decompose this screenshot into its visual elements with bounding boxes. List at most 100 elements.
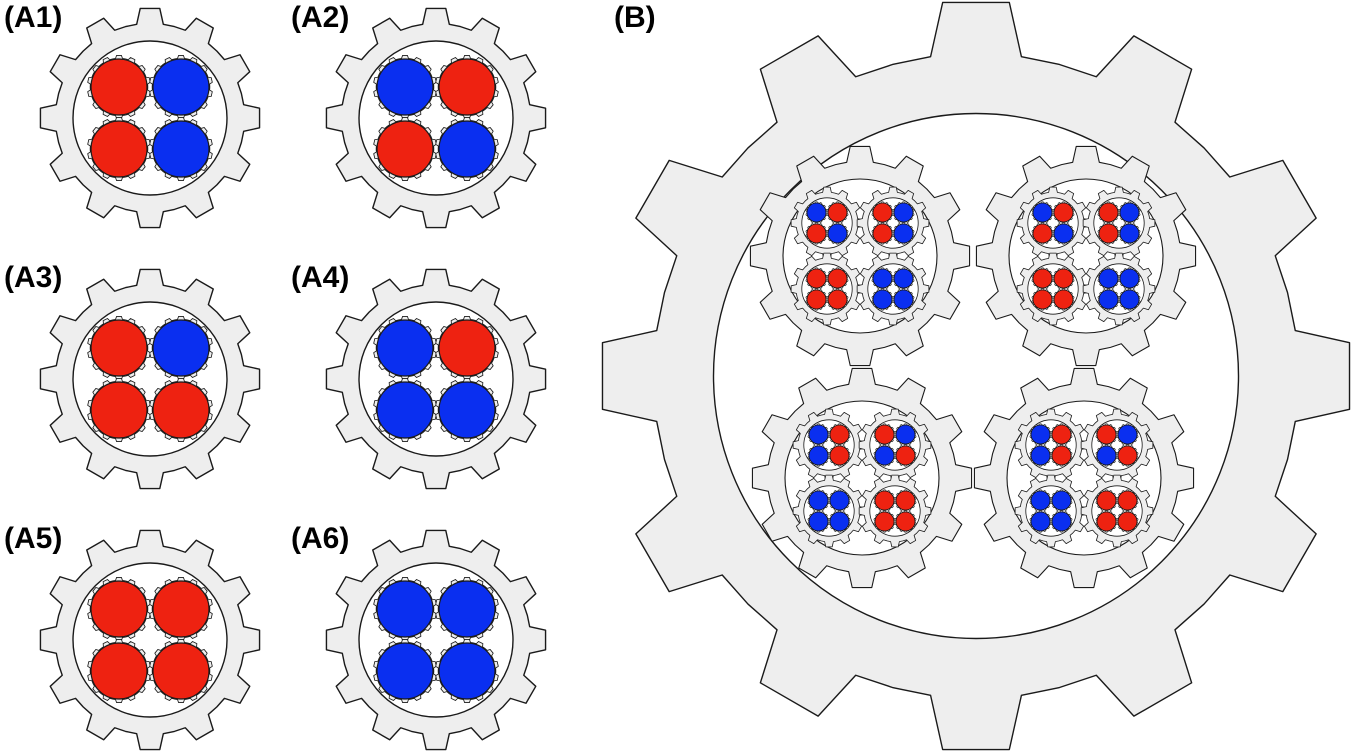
gear-b-sub-3-mini-2-cell-0-0-ball-red <box>874 424 895 445</box>
gear-b-sub-4-mini-4-cell-1-1-ball-red <box>1117 511 1138 532</box>
gear-a5-cell-1-0-ball-red <box>90 642 148 700</box>
gear-b-sub-3-mini-3-cell-1-0-ball-blue <box>808 511 829 532</box>
panel-label-a3: (A3) <box>4 261 62 294</box>
gear-a1-cell-0-1-ball-blue <box>152 58 210 116</box>
gear-b-sub-2-mini-4-cell-1-0-ball-blue <box>1098 289 1119 310</box>
gear-b-sub-2-mini-1-cell-1-1-ball-blue <box>1053 223 1074 244</box>
gear-b-sub-3-mini-2-cell-0-1-ball-blue <box>895 424 916 445</box>
gear-b-sub-3-mini-1-cell-1-1-ball-red <box>829 445 850 466</box>
gear-b-sub-1-mini-4-cell-0-0-ball-blue <box>872 268 893 289</box>
gear-b-sub-3-mini-2-cell-1-0-ball-blue <box>874 445 895 466</box>
gear-b-sub-4-mini-2-cell-0-0-ball-red <box>1096 424 1117 445</box>
gear-a6 <box>325 529 547 751</box>
gear-a6-hole <box>358 562 514 718</box>
gear-b <box>601 1 1351 751</box>
gear-b-sub-1-mini-2-cell-0-1-ball-blue <box>893 202 914 223</box>
gear-b-sub-4-mini-4-cell-0-1-ball-red <box>1117 490 1138 511</box>
gear-b-sub-1-mini-3-cell-0-0-ball-red <box>806 268 827 289</box>
panel-label-a2: (A2) <box>291 1 349 34</box>
gear-a6-cell-0-0-ball-blue <box>376 580 434 638</box>
gear-b-sub-2-mini-3 <box>1016 252 1090 326</box>
gear-b-sub-3-mini-3 <box>792 474 866 548</box>
gear-b-sub-4-mini-4-cell-1-0-ball-red <box>1096 511 1117 532</box>
gear-a6-cell-0-1-ball-blue <box>438 580 496 638</box>
gear-a5 <box>39 529 261 751</box>
gear-a4-cell-1-0-ball-blue <box>376 381 434 439</box>
gear-a6-cell-1-1-ball-blue <box>438 642 496 700</box>
gear-b-sub-3-mini-4 <box>858 474 932 548</box>
gear-a1-cell-0-0-ball-red <box>90 58 148 116</box>
gear-b-sub-3-mini-4-cell-0-0-ball-red <box>874 490 895 511</box>
gear-a1-hole <box>72 40 228 196</box>
gear-a5-cell-0-1-ball-red <box>152 580 210 638</box>
gear-b-sub-1-mini-2-cell-1-0-ball-red <box>872 223 893 244</box>
gear-a2-cell-0-0-ball-blue <box>376 58 434 116</box>
gear-b-sub-2-mini-2-cell-0-1-ball-blue <box>1119 202 1140 223</box>
gear-b-sub-1-mini-2-cell-0-0-ball-red <box>872 202 893 223</box>
gear-b-sub-3-mini-1 <box>792 408 866 482</box>
gear-a2-cell-1-0-ball-red <box>376 120 434 178</box>
gear-b-sub-3 <box>751 367 973 589</box>
gear-b-sub-2-mini-2-cell-1-1-ball-blue <box>1119 223 1140 244</box>
gear-b-sub-1-mini-2 <box>856 186 930 260</box>
gear-b-sub-4-mini-1-cell-0-1-ball-red <box>1051 424 1072 445</box>
gear-b-sub-4-mini-3-cell-0-0-ball-blue <box>1030 490 1051 511</box>
gear-b-sub-4-mini-2-cell-1-1-ball-red <box>1117 445 1138 466</box>
gear-b-sub-2-mini-3-cell-1-0-ball-red <box>1032 289 1053 310</box>
gear-a3-cell-1-0-ball-red <box>90 381 148 439</box>
gear-b-sub-3-mini-1-cell-0-1-ball-red <box>829 424 850 445</box>
gear-b-sub-3-mini-1-cell-1-0-ball-blue <box>808 445 829 466</box>
gear-b-sub-4-mini-3 <box>1014 474 1088 548</box>
gear-a4-cell-1-1-ball-blue <box>438 381 496 439</box>
gear-b-sub-1-mini-3-cell-1-0-ball-red <box>806 289 827 310</box>
panel-label-a6: (A6) <box>291 522 349 555</box>
gear-a3-cell-0-1-ball-blue <box>152 319 210 377</box>
gear-b-sub-1-mini-1-cell-1-1-ball-blue <box>827 223 848 244</box>
gear-b-sub-4-mini-2 <box>1080 408 1154 482</box>
gear-a2-cell-1-1-ball-blue <box>438 120 496 178</box>
gear-b-sub-3-mini-1-cell-0-0-ball-blue <box>808 424 829 445</box>
gear-b-sub-1-mini-2-cell-1-1-ball-blue <box>893 223 914 244</box>
gear-b-sub-2-mini-4-cell-0-0-ball-blue <box>1098 268 1119 289</box>
gear-a2-cell-0-1-ball-red <box>438 58 496 116</box>
gear-a5-cell-1-1-ball-red <box>152 642 210 700</box>
gear-b-sub-1-mini-1-cell-1-0-ball-red <box>806 223 827 244</box>
gear-b-sub-1-mini-1-cell-0-0-ball-blue <box>806 202 827 223</box>
gear-a2 <box>325 7 547 229</box>
gear-b-sub-4-mini-1-cell-1-0-ball-blue <box>1030 445 1051 466</box>
gear-b-sub-2 <box>975 145 1197 367</box>
gear-b-sub-2-mini-4 <box>1082 252 1156 326</box>
gear-a1-cell-1-0-ball-red <box>90 120 148 178</box>
gear-b-sub-1-mini-1 <box>790 186 864 260</box>
gear-b-sub-4-mini-1-cell-0-0-ball-blue <box>1030 424 1051 445</box>
panel-label-a1: (A1) <box>4 1 62 34</box>
gear-b-sub-1 <box>749 145 971 367</box>
gear-a5-hole <box>72 562 228 718</box>
gear-b-sub-2-mini-4-cell-1-1-ball-blue <box>1119 289 1140 310</box>
gear-b-sub-2-mini-1-cell-1-0-ball-red <box>1032 223 1053 244</box>
gear-b-sub-3-mini-2 <box>858 408 932 482</box>
gear-a4 <box>325 268 547 490</box>
gear-b-sub-2-mini-2-cell-0-0-ball-red <box>1098 202 1119 223</box>
gear-b-sub-3-mini-4-cell-0-1-ball-red <box>895 490 916 511</box>
panel-label-b: (B) <box>614 1 656 34</box>
gear-b-sub-1-mini-3-cell-0-1-ball-red <box>827 268 848 289</box>
gear-b-sub-1-mini-3 <box>790 252 864 326</box>
gear-b-sub-3-mini-3-cell-0-1-ball-blue <box>829 490 850 511</box>
gear-b-sub-4-mini-3-cell-1-0-ball-blue <box>1030 511 1051 532</box>
gear-a6-cell-1-0-ball-blue <box>376 642 434 700</box>
gear-b-sub-1-mini-4-cell-0-1-ball-blue <box>893 268 914 289</box>
gear-b-sub-3-mini-2-cell-1-1-ball-red <box>895 445 916 466</box>
gear-b-sub-4-mini-2-cell-1-0-ball-blue <box>1096 445 1117 466</box>
gear-b-sub-4-mini-4-cell-0-0-ball-red <box>1096 490 1117 511</box>
gear-b-sub-3-mini-4-cell-1-1-ball-red <box>895 511 916 532</box>
gear-a3-hole <box>72 301 228 457</box>
gear-a3-cell-0-0-ball-red <box>90 319 148 377</box>
gear-b-sub-3-mini-3-cell-0-0-ball-blue <box>808 490 829 511</box>
gear-a2-hole <box>358 40 514 196</box>
gear-b-sub-4-mini-3-cell-1-1-ball-blue <box>1051 511 1072 532</box>
gear-b-sub-4-mini-4 <box>1080 474 1154 548</box>
gear-a4-cell-0-0-ball-blue <box>376 319 434 377</box>
gear-b-sub-1-mini-4-cell-1-1-ball-blue <box>893 289 914 310</box>
